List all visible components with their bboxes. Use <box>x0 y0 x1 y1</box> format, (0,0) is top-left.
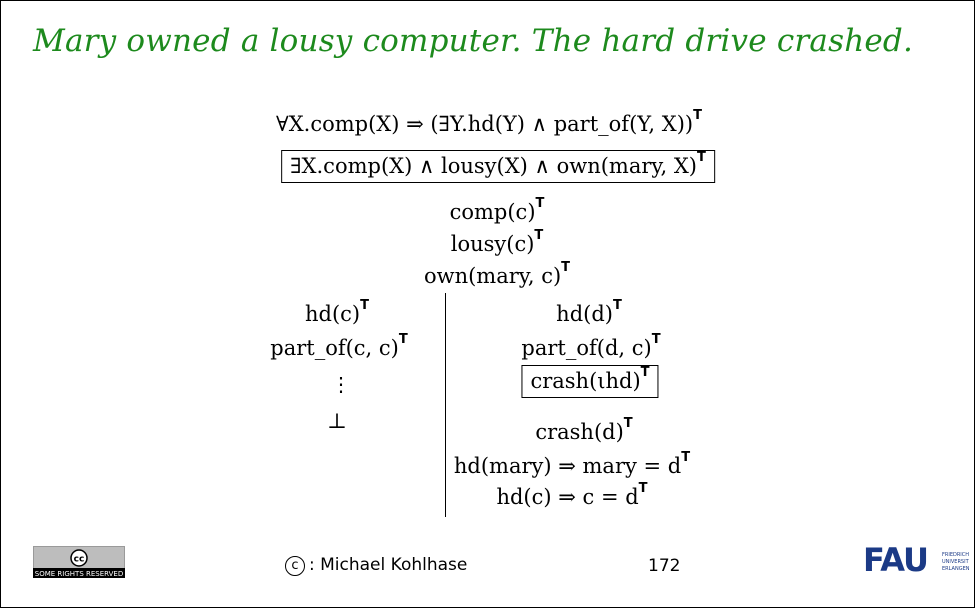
right-branch-formula-4-text: crash(d) <box>535 420 624 444</box>
left-branch-vdots: ⋮ <box>331 372 351 396</box>
right-branch-formula-2-text: part_of(d, c) <box>521 336 652 360</box>
fau-logo-icon: FAU FRIEDRICH UNIVERSIT ERLANGEN <box>863 543 974 577</box>
right-branch-formula-2-label: T <box>651 332 661 347</box>
fau-logo-subtext-1: FRIEDRICH <box>942 552 969 558</box>
formula-4-text: lousy(c) <box>450 232 535 256</box>
right-branch-formula-5: hd(mary) ⇒ mary = dT <box>453 451 690 478</box>
formula-1: ∀X.comp(X) ⇒ (∃Y.hd(Y) ∧ part_of(Y, X))T <box>276 109 702 136</box>
right-branch-formula-4-label: T <box>623 416 633 431</box>
formula-5-text: own(mary, c) <box>423 264 562 288</box>
left-branch-formula-2: part_of(c, c)T <box>270 333 408 360</box>
right-branch-formula-3-text: crash(ιhd) <box>530 369 641 393</box>
formula-2-text: ∃X.comp(X) ∧ lousy(X) ∧ own(mary, X) <box>290 154 697 178</box>
svg-text:cc: cc <box>74 555 85 565</box>
right-branch-formula-5-label: T <box>681 450 691 465</box>
right-branch-formula-6: hd(c) ⇒ c = dT <box>496 482 647 509</box>
formula-1-text: ∀X.comp(X) ⇒ (∃Y.hd(Y) ∧ part_of(Y, X)) <box>276 112 694 136</box>
formula-3: comp(c)T <box>449 197 545 224</box>
footer-author: c: Michael Kohlhase <box>285 555 467 576</box>
left-branch-formula-1: hd(c)T <box>305 299 369 326</box>
right-branch-formula-2: part_of(d, c)T <box>521 333 660 360</box>
left-branch-formula-2-text: part_of(c, c) <box>270 336 399 360</box>
branch-divider <box>445 293 446 517</box>
left-branch-formula-1-label: T <box>360 298 369 313</box>
right-branch-formula-1: hd(d)T <box>556 299 622 326</box>
right-branch-formula-6-text: hd(c) ⇒ c = d <box>496 485 639 509</box>
fau-logo-text: FAU <box>863 543 928 577</box>
author-name: : Michael Kohlhase <box>309 555 468 575</box>
creative-commons-icon: cc SOME RIGHTS RESERVED <box>33 546 125 578</box>
right-branch-formula-1-label: T <box>612 298 622 313</box>
formula-2-boxed: ∃X.comp(X) ∧ lousy(X) ∧ own(mary, X)T <box>281 150 715 183</box>
cc-badge-text: SOME RIGHTS RESERVED <box>35 570 123 578</box>
formula-1-label: T <box>693 108 702 123</box>
right-branch-formula-5-text: hd(mary) ⇒ mary = d <box>453 454 682 478</box>
right-branch-formula-3-boxed: crash(ιhd)T <box>521 365 659 398</box>
right-branch-formula-3-label: T <box>640 365 650 380</box>
formula-5-label: T <box>561 260 571 275</box>
fau-logo-subtext-2: UNIVERSIT <box>942 559 970 565</box>
slide-title: Mary owned a lousy computer. The hard dr… <box>33 23 914 59</box>
left-branch-formula-2-label: T <box>398 332 408 347</box>
formula-3-label: T <box>535 196 545 211</box>
right-branch-formula-6-label: T <box>638 481 648 496</box>
formula-3-text: comp(c) <box>449 200 536 224</box>
left-branch-bottom: ⊥ <box>327 409 347 433</box>
fau-logo-subtext-3: ERLANGEN <box>942 566 970 572</box>
formula-5: own(mary, c)T <box>423 261 570 288</box>
right-branch-formula-1-text: hd(d) <box>556 302 613 326</box>
formula-2-label: T <box>696 150 706 165</box>
formula-4: lousy(c)T <box>450 229 544 256</box>
copyright-icon: c <box>285 556 305 576</box>
page-number: 172 <box>648 556 681 576</box>
right-branch-formula-4: crash(d)T <box>535 417 632 444</box>
left-branch-formula-1-text: hd(c) <box>305 302 361 326</box>
formula-4-label: T <box>534 228 544 243</box>
